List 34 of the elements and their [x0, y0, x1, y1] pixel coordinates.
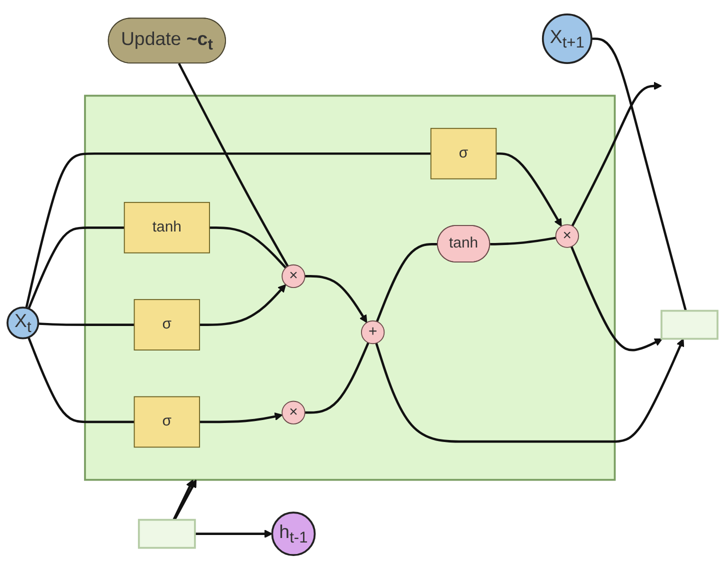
connector [209, 226, 287, 268]
connector [376, 242, 438, 322]
node-circle: × [282, 264, 306, 288]
cluster [84, 94, 616, 480]
node-box [660, 310, 718, 340]
arrow [200, 284, 286, 326]
connector [591, 37, 687, 311]
node-circle: + [361, 320, 385, 344]
connector [490, 236, 556, 246]
arrow [496, 152, 562, 226]
node-circle: h$_{t-1}$ [271, 511, 316, 556]
node-circle: × [555, 224, 579, 248]
arrow [375, 338, 684, 442]
connector [27, 336, 134, 423]
arrow [173, 479, 197, 520]
arrow [571, 82, 662, 226]
connector [25, 152, 431, 308]
arrow [200, 412, 283, 423]
arrow [304, 274, 368, 323]
connector [28, 226, 124, 309]
node-circle: × [282, 400, 306, 424]
node-box: σ [430, 128, 497, 180]
node-circle: X$_{t}$ [6, 306, 40, 339]
arrow [570, 246, 663, 352]
connector [38, 322, 134, 326]
arrow [194, 529, 273, 538]
node-box: σ [134, 298, 200, 350]
arrow [172, 479, 194, 520]
node-box: σ [134, 396, 200, 448]
connector [178, 62, 289, 267]
node-circle: X$_{t+1}$ [542, 13, 592, 64]
node-box: tanh [124, 202, 210, 254]
connector [304, 342, 370, 414]
node-box [138, 518, 196, 548]
